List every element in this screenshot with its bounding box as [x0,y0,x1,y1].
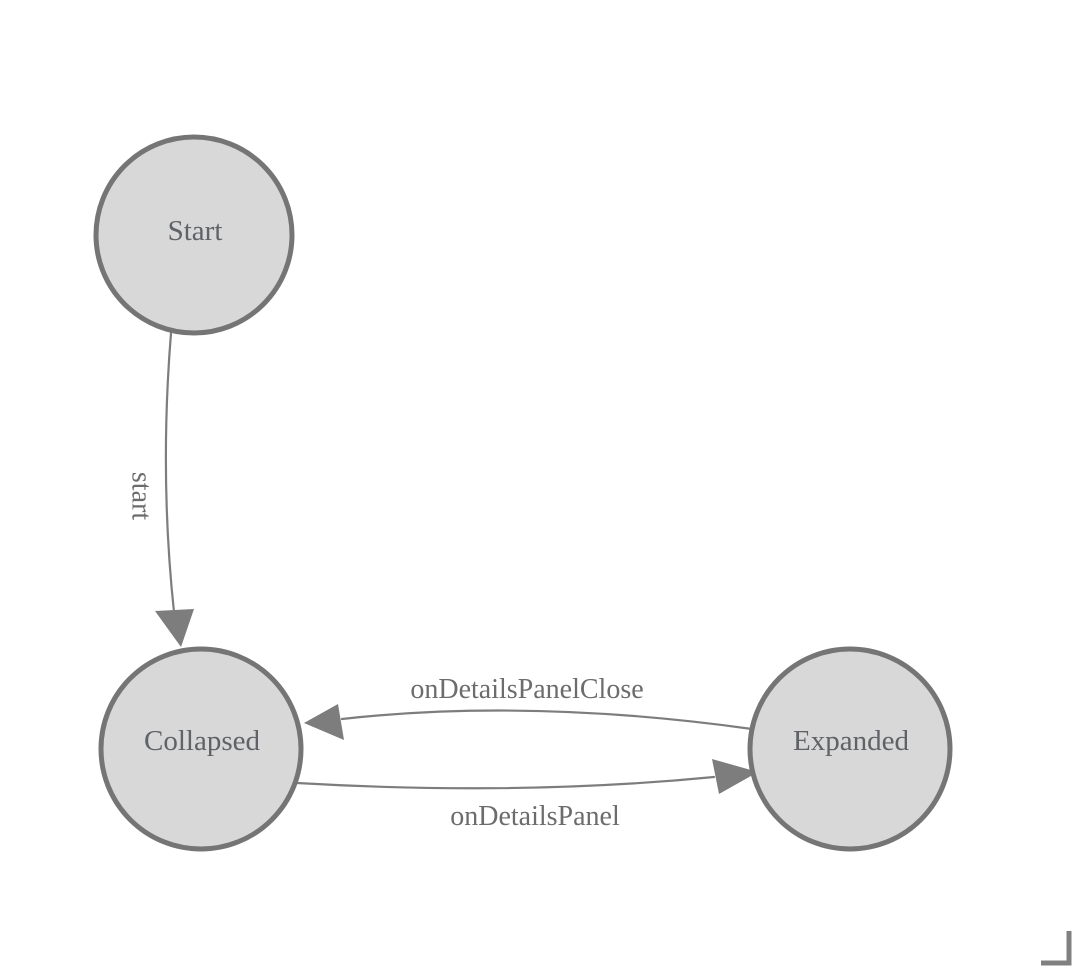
edge-ondetailspanel-label[interactable]: onDetailsPanel [450,801,620,832]
corner-bracket-icon [1041,931,1072,966]
node-collapsed-label: Collapsed [144,725,260,757]
edge-start-label[interactable]: start [126,472,157,520]
node-expanded-label: Expanded [793,725,909,757]
edge-ondetailspanelclose-path [340,709,754,731]
canvas-resize-handle[interactable] [1041,931,1072,966]
node-collapsed[interactable]: Collapsed [98,646,304,852]
node-start-label: Start [168,215,223,247]
edge-ondetailspanelclose-arrowhead [304,704,344,740]
node-collapsed-circle[interactable] [98,646,304,852]
edge-start-arrowhead [155,609,194,647]
edge-start: start [126,331,194,647]
node-expanded-circle[interactable] [747,646,953,852]
edge-start-path [164,331,176,614]
node-start[interactable]: Start [93,134,295,336]
node-start-circle[interactable] [93,134,295,336]
node-expanded[interactable]: Expanded [747,646,953,852]
edge-ondetailspanelclose: onDetailsPanelClose [304,674,754,740]
edge-ondetailspanelclose-label[interactable]: onDetailsPanelClose [410,674,643,705]
edge-ondetailspanel-arrowhead [712,759,758,794]
edge-ondetailspanel: onDetailsPanel [295,759,758,832]
edge-ondetailspanel-path [295,775,716,790]
